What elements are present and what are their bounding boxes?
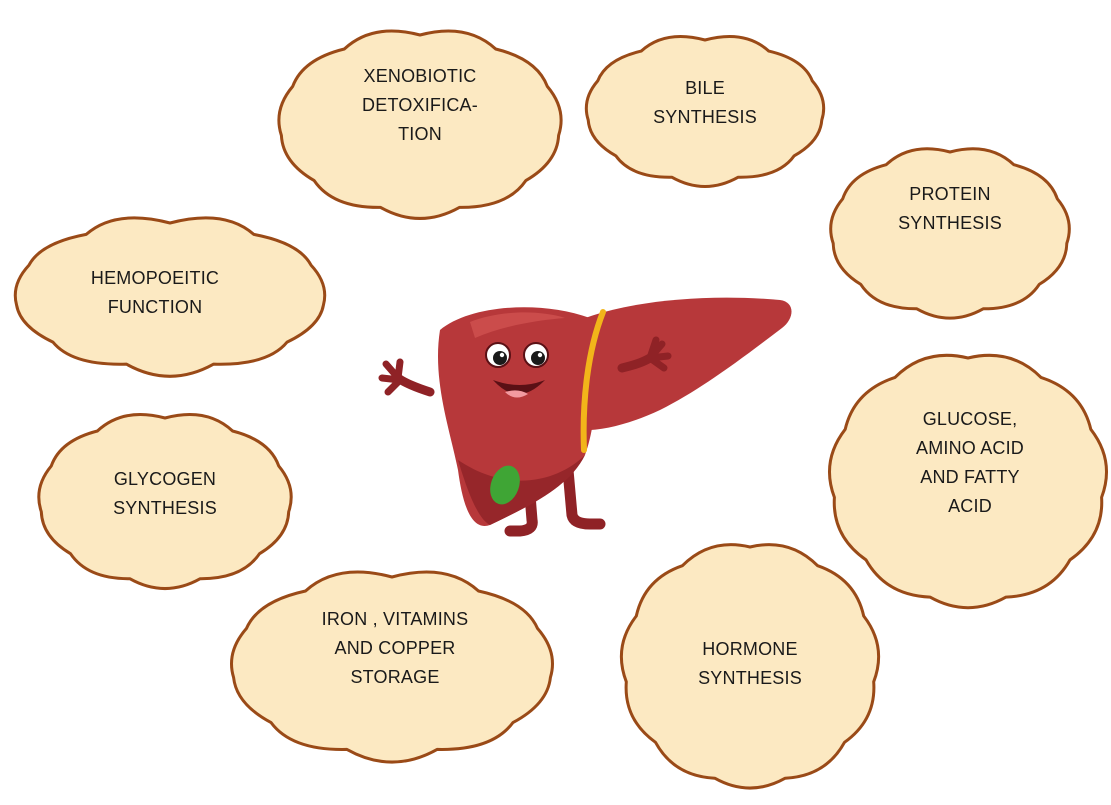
cloud-label-line: SYNTHESIS	[55, 494, 275, 523]
cloud-label-line: HORMONE	[640, 635, 860, 664]
cloud-label-line: GLYCOGEN	[55, 465, 275, 494]
cloud-label-line: AND FATTY	[860, 463, 1080, 492]
liver-mascot-icon	[382, 298, 792, 531]
left-hand	[382, 362, 400, 392]
cloud-label-line: GLUCOSE,	[860, 405, 1080, 434]
cloud-label-line: ACID	[860, 492, 1080, 521]
cloud-label-line: SYNTHESIS	[855, 209, 1045, 238]
cloud-label-line: AND COPPER	[270, 634, 520, 663]
cloud-label-line: SYNTHESIS	[640, 664, 860, 693]
cloud-label-line: FUNCTION	[30, 293, 280, 322]
cloud-label-line: IRON , VITAMINS	[270, 605, 520, 634]
cloud-label-line: DETOXIFICA-	[300, 91, 540, 120]
cloud-label-line: AMINO ACID	[860, 434, 1080, 463]
right-leg	[568, 470, 600, 524]
cloud-label-line: SYNTHESIS	[610, 103, 800, 132]
cloud-label-line: STORAGE	[270, 663, 520, 692]
cloud-label-line: BILE	[610, 74, 800, 103]
cloud-label-line: TION	[300, 120, 540, 149]
cloud-label-line: XENOBIOTIC	[300, 62, 540, 91]
cloud-label-line: PROTEIN	[855, 180, 1045, 209]
cloud-label-line: HEMOPOEITIC	[30, 264, 280, 293]
